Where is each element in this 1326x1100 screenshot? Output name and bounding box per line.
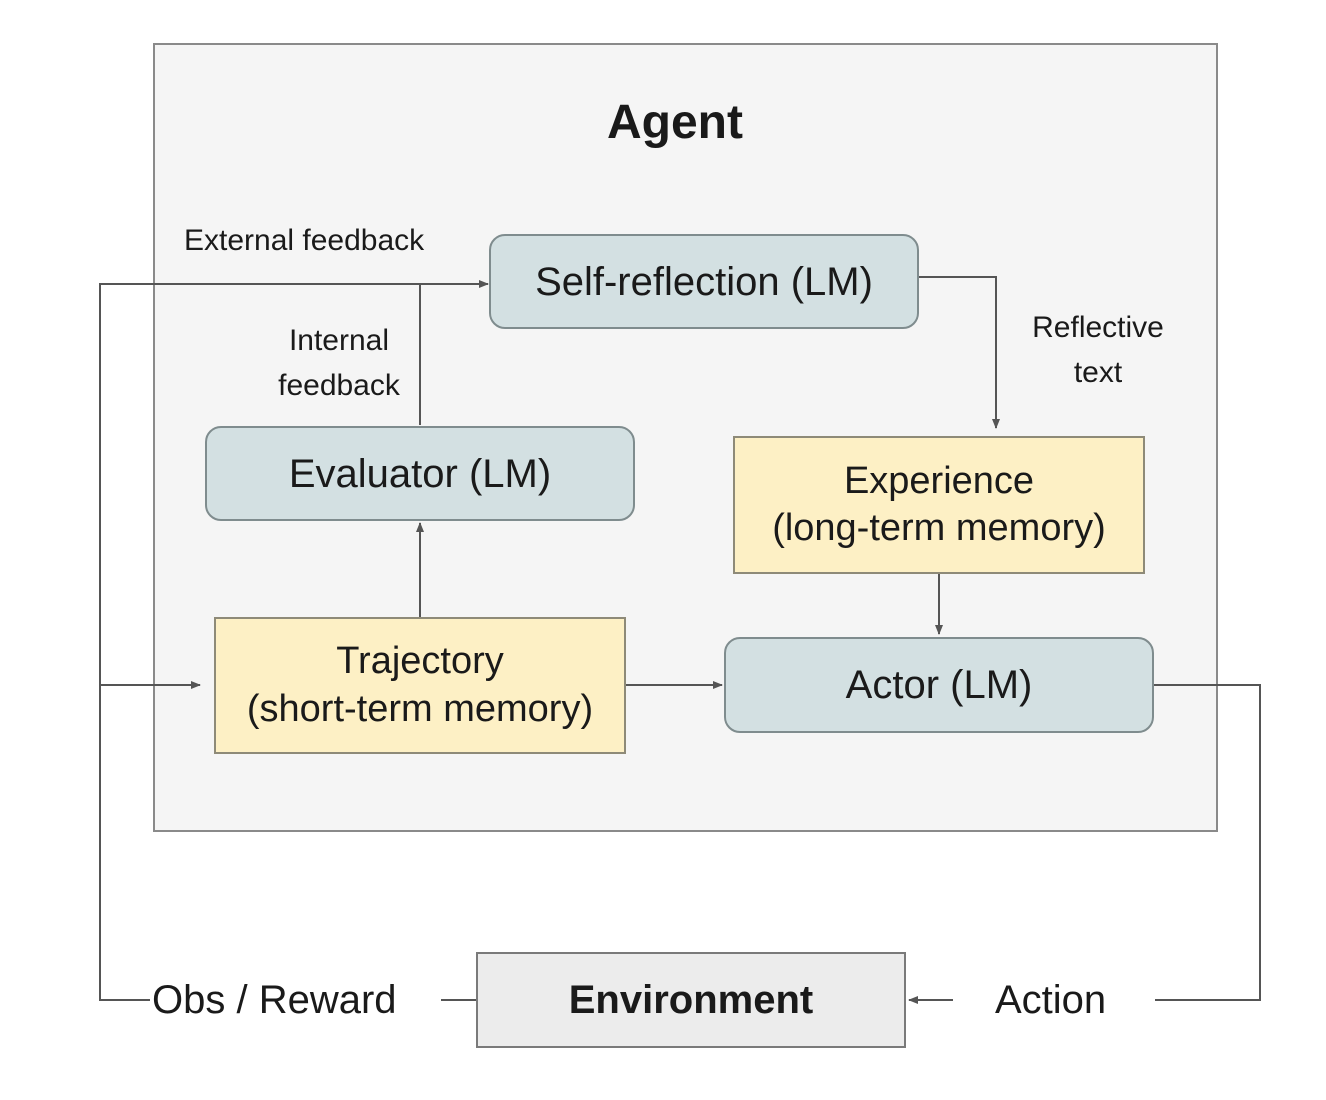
environment-node: Environment (476, 952, 906, 1048)
internal-feedback-line2: feedback (278, 369, 400, 402)
agent-title: Agent (607, 96, 743, 149)
actor-node: Actor (LM) (724, 637, 1154, 733)
environment-label: Environment (568, 977, 814, 1022)
obs-reward-label: Obs / Reward (152, 978, 397, 1022)
evaluator-label: Evaluator (LM) (288, 451, 552, 496)
trajectory-node: Trajectory (short-term memory) (214, 617, 626, 754)
trajectory-subtitle: (short-term memory) (246, 687, 594, 730)
self-reflection-node: Self-reflection (LM) (489, 234, 919, 329)
experience-title: Experience (843, 459, 1035, 502)
edge-obs-loop (99, 280, 489, 1001)
experience-node: Experience (long-term memory) (733, 436, 1145, 574)
internal-feedback-line1: Internal (288, 324, 390, 357)
edge-reflective-text (918, 276, 1000, 429)
reflective-text-label: Reflective text (1022, 305, 1174, 395)
internal-feedback-label: Internal feedback (272, 318, 406, 408)
self-reflection-label: Self-reflection (LM) (535, 259, 873, 304)
trajectory-title: Trajectory (336, 640, 504, 682)
reflective-text-line1: Reflective (1032, 311, 1164, 344)
external-feedback-label: External feedback (184, 224, 425, 257)
actor-label: Actor (LM) (845, 663, 1033, 707)
evaluator-node: Evaluator (LM) (205, 426, 635, 521)
reflective-text-line2: text (1073, 356, 1123, 389)
action-label: Action (995, 978, 1107, 1022)
edge-actor-to-action (1154, 684, 1261, 1001)
experience-subtitle: (long-term memory) (772, 507, 1106, 549)
